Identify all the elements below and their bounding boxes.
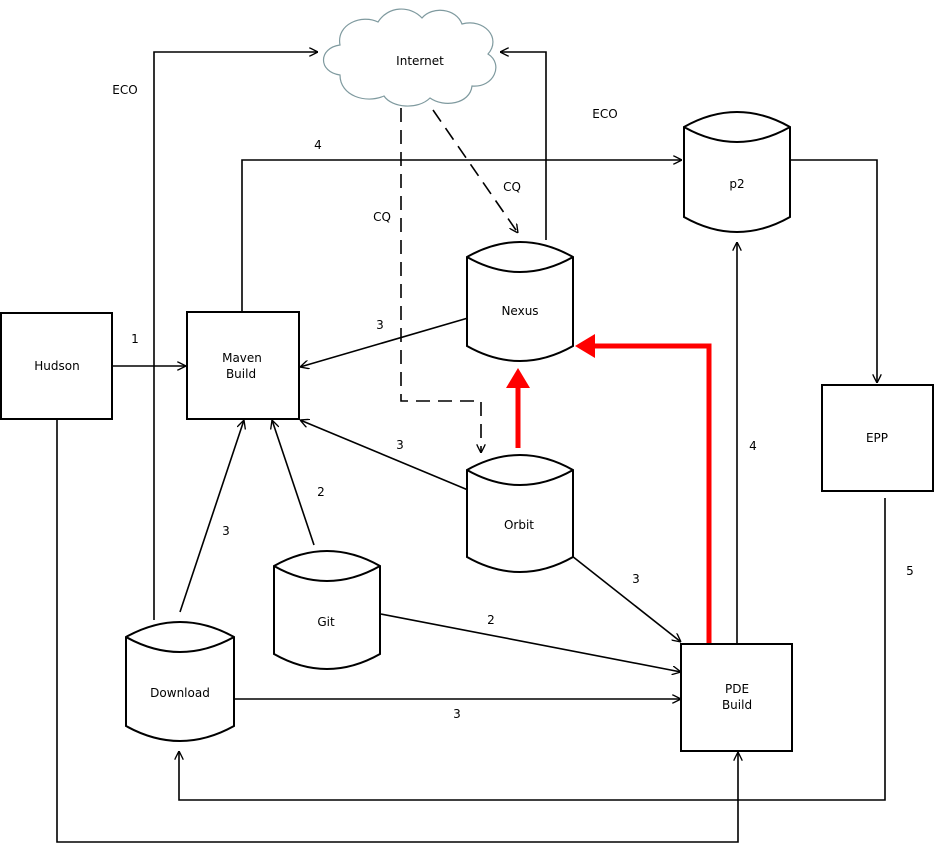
label-download-maven: 3 — [222, 524, 230, 538]
pde-label: PDE — [725, 682, 749, 696]
maven-label: Maven — [222, 351, 262, 365]
edge-internet-nexus — [432, 109, 518, 233]
git-repository: Git — [273, 550, 381, 670]
edge-git-maven — [272, 420, 315, 546]
pde-build-node: PDE Build — [680, 643, 793, 752]
label-nexus-maven: 3 — [376, 318, 384, 332]
label-cq-right: CQ — [503, 180, 521, 194]
nexus-repository: Nexus — [466, 241, 574, 362]
edge-orbit-maven — [300, 420, 469, 491]
nexus-label: Nexus — [501, 304, 538, 318]
arrowhead-orbit-nexus-red — [506, 368, 530, 388]
edge-epp-download — [179, 498, 886, 801]
hudson-label: Hudson — [34, 359, 79, 373]
orbit-label: Orbit — [504, 518, 534, 532]
p2-repository: p2 — [683, 111, 791, 233]
edge-maven-p2 — [241, 160, 682, 312]
label-cq-left: CQ — [373, 210, 391, 224]
label-git-maven: 2 — [317, 485, 325, 499]
label-eco-right: ECO — [592, 107, 617, 121]
epp-label: EPP — [866, 431, 888, 445]
label-pde-p2: 4 — [749, 439, 757, 453]
internet-cloud: Internet — [323, 8, 497, 107]
label-orbit-maven: 3 — [396, 438, 404, 452]
edge-p2-epp — [790, 159, 877, 383]
label-maven-p2: 4 — [314, 138, 322, 152]
maven-build-node: Maven Build — [186, 311, 300, 420]
arrowhead-pde-nexus-red — [575, 334, 595, 358]
download-repository: Download — [125, 621, 235, 742]
orbit-repository: Orbit — [466, 454, 574, 573]
hudson-node: Hudson — [0, 312, 113, 420]
epp-node: EPP — [821, 384, 934, 492]
label-git-pde: 2 — [487, 613, 495, 627]
edge-nexus-maven — [300, 317, 469, 367]
internet-label: Internet — [396, 54, 444, 68]
label-orbit-pde: 3 — [632, 572, 640, 586]
edge-download-maven — [179, 420, 244, 613]
edge-hudson-pde — [56, 419, 738, 843]
edge-pde-nexus-red — [594, 343, 712, 644]
pde-build-label: Build — [722, 698, 752, 712]
label-download-pde: 3 — [453, 707, 461, 721]
edge-orbit-pde — [571, 555, 681, 642]
p2-label: p2 — [729, 177, 744, 191]
edge-git-pde — [380, 613, 681, 672]
edge-download-internet — [153, 52, 318, 620]
download-label: Download — [150, 686, 210, 700]
label-eco-left: ECO — [112, 83, 137, 97]
maven-build-label: Build — [226, 367, 256, 381]
edge-nexus-internet — [500, 52, 547, 240]
label-hudson-maven: 1 — [131, 332, 139, 346]
label-epp-download: 5 — [906, 564, 914, 578]
git-label: Git — [317, 615, 335, 629]
edge-internet-orbit — [400, 108, 481, 453]
